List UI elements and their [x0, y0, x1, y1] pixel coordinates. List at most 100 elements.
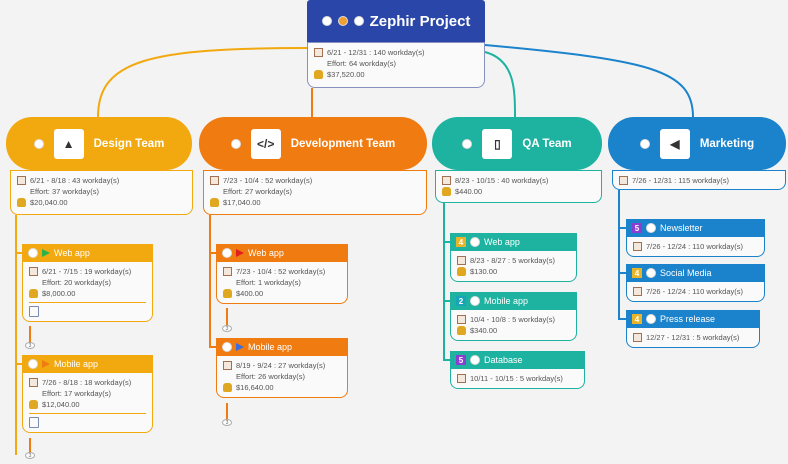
- progress-icon: [321, 16, 332, 26]
- progress-icon: [33, 138, 44, 149]
- task-dates: 12/27 - 12/31 : 5 workday(s): [646, 333, 740, 342]
- calendar-icon: [619, 176, 628, 185]
- money-bag-icon: [29, 289, 38, 298]
- task-cost: $400.00: [236, 289, 264, 298]
- priority-5-icon: 5: [456, 355, 466, 365]
- code-window-icon: </>: [250, 128, 281, 159]
- calendar-icon: [457, 315, 466, 324]
- task-dates: 7/26 - 8/18 : 18 workday(s): [42, 378, 132, 387]
- priority-2-icon: 2: [456, 296, 466, 306]
- calendar-icon: [633, 287, 642, 296]
- progress-icon: [646, 314, 656, 324]
- task-node[interactable]: Web app 6/21 - 7/15 : 19 workday(s) Effo…: [22, 244, 153, 322]
- task-cost: $12,040.00: [42, 400, 80, 409]
- team-title: Marketing: [699, 137, 755, 150]
- task-effort: Effort: 26 workday(s): [236, 372, 306, 381]
- progress-icon: [462, 138, 473, 149]
- team-dates: 7/26 - 12/31 : 115 workday(s): [632, 176, 729, 185]
- progress-icon: [470, 237, 480, 247]
- calendar-icon: [442, 176, 451, 185]
- team-dates: 8/23 - 10/15 : 40 workday(s): [455, 176, 549, 185]
- calendar-icon: [314, 48, 323, 57]
- note-icon[interactable]: [29, 417, 39, 428]
- team-effort: Effort: 27 workday(s): [223, 187, 293, 196]
- root-dates: 6/21 - 12/31 : 140 workday(s): [327, 48, 425, 57]
- team-title: Design Team: [93, 137, 165, 150]
- progress-icon: [646, 223, 656, 233]
- progress-icon: [230, 138, 241, 149]
- collapsed-count-button[interactable]: 3: [222, 419, 232, 426]
- progress-icon: [470, 355, 480, 365]
- flag-icon: [236, 343, 244, 351]
- calendar-icon: [633, 242, 642, 251]
- task-node[interactable]: 4 Social Media 7/26 - 12/24 : 110 workday…: [626, 264, 765, 302]
- task-dates: 6/21 - 7/15 : 19 workday(s): [42, 267, 132, 276]
- progress-icon: [222, 342, 232, 352]
- collapsed-count-button[interactable]: 3: [25, 342, 35, 349]
- task-dates: 8/19 - 9/24 : 27 workday(s): [236, 361, 326, 370]
- root-effort: Effort: 64 workday(s): [327, 59, 397, 68]
- money-bag-icon: [457, 326, 466, 335]
- calendar-icon: [223, 361, 232, 370]
- megaphone-icon: ◀: [659, 128, 690, 159]
- team-cost: $20,040.00: [30, 198, 68, 207]
- calendar-icon: [29, 267, 38, 276]
- task-title: Mobile app: [484, 296, 529, 306]
- task-cost: $340.00: [470, 326, 498, 335]
- progress-icon: [28, 359, 38, 369]
- progress-icon: [646, 268, 656, 278]
- flag-icon: [42, 360, 50, 368]
- calendar-icon: [223, 267, 232, 276]
- money-bag-icon: [223, 383, 232, 392]
- team-title: Development Team: [290, 137, 396, 150]
- calendar-icon: [457, 256, 466, 265]
- progress-icon: [222, 248, 232, 258]
- priority-4-icon: 4: [456, 237, 466, 247]
- collapsed-count-button[interactable]: 3: [222, 325, 232, 332]
- collapsed-count-button[interactable]: 3: [25, 452, 35, 459]
- task-title: Database: [484, 355, 523, 365]
- calendar-icon: [29, 378, 38, 387]
- task-effort: Effort: 20 workday(s): [42, 278, 112, 287]
- flag-icon: [236, 249, 244, 257]
- task-node[interactable]: Mobile app 8/19 - 9/24 : 27 workday(s) E…: [216, 338, 348, 398]
- priority-5-icon: 5: [632, 223, 642, 233]
- calendar-icon: [457, 374, 466, 383]
- task-title: Social Media: [660, 268, 712, 278]
- team-cost: $440.00: [455, 187, 483, 196]
- progress-icon: [353, 16, 364, 26]
- task-title: Mobile app: [248, 342, 293, 352]
- task-cost: $16,640.00: [236, 383, 274, 392]
- task-dates: 7/26 - 12/24 : 110 workday(s): [646, 287, 743, 296]
- team-cost: $17,040.00: [223, 198, 261, 207]
- task-dates: 8/23 - 8/27 : 5 workday(s): [470, 256, 556, 265]
- calendar-icon: [633, 333, 642, 342]
- task-node[interactable]: Web app 7/23 - 10/4 : 52 workday(s) Effo…: [216, 244, 348, 304]
- calendar-icon: [17, 176, 26, 185]
- money-bag-icon: [223, 289, 232, 298]
- task-node[interactable]: Mobile app 7/26 - 8/18 : 18 workday(s) E…: [22, 355, 153, 433]
- calendar-icon: [210, 176, 219, 185]
- progress-icon: [639, 138, 650, 149]
- progress-icon: [470, 296, 480, 306]
- task-cost: $8,000.00: [42, 289, 76, 298]
- money-bag-icon: [29, 400, 38, 409]
- task-dates: 7/23 - 10/4 : 52 workday(s): [236, 267, 326, 276]
- money-bag-icon: [442, 187, 451, 196]
- note-icon[interactable]: [29, 306, 39, 317]
- priority-4-icon: 4: [632, 268, 642, 278]
- task-title: Press release: [660, 314, 716, 324]
- root-title: Zephir Project: [369, 12, 471, 30]
- team-dates: 7/23 - 10/4 : 52 workday(s): [223, 176, 313, 185]
- progress-icon: [28, 248, 38, 258]
- task-effort: Effort: 17 workday(s): [42, 389, 112, 398]
- progress-icon: [337, 16, 348, 26]
- task-title: Mobile app: [54, 359, 99, 369]
- money-bag-icon: [210, 198, 219, 207]
